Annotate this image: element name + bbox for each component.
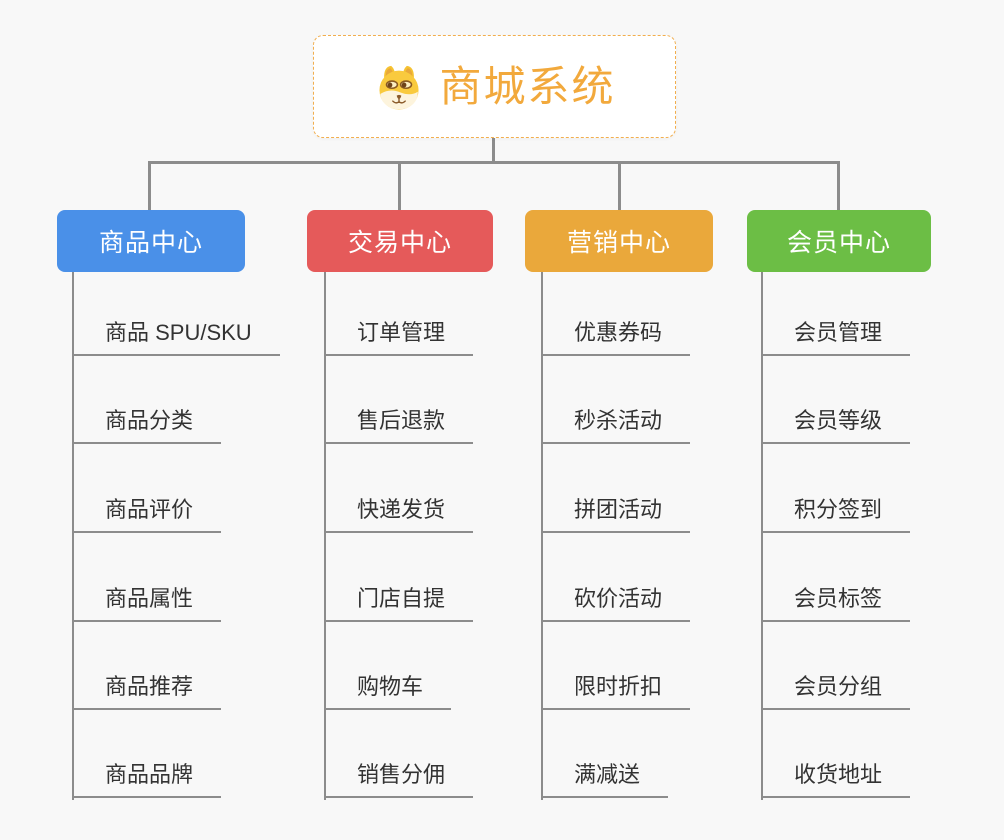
branch-product-center[interactable]: 商品中心 [57,210,245,272]
topic-item[interactable]: 收货地址 [761,762,911,798]
topic-item[interactable]: 会员等级 [761,408,911,444]
topic-item[interactable]: 商品评价 [72,497,222,533]
branch-rail-member [761,272,763,800]
branch-label: 交易中心 [347,229,452,257]
branch-marketing-center[interactable]: 营销中心 [525,210,713,272]
connector-root-stub [492,138,495,163]
topic-item[interactable]: 销售分佣 [324,762,474,798]
topic-item[interactable]: 门店自提 [324,586,474,622]
branch-rail-product [72,272,74,800]
topic-item[interactable]: 秒杀活动 [541,408,691,444]
topic-item[interactable]: 订单管理 [324,320,474,356]
topic-item[interactable]: 快递发货 [324,497,474,533]
topic-item[interactable]: 商品推荐 [72,674,222,710]
connector-drop-branch-1 [148,161,151,210]
root-title: 商城系统 [439,62,616,110]
topic-item[interactable]: 商品品牌 [72,762,222,798]
branch-label: 营销中心 [566,229,671,257]
branch-trade-center[interactable]: 交易中心 [307,210,493,272]
branch-label: 会员中心 [786,229,891,257]
connector-drop-branch-2 [398,161,401,210]
root-node[interactable]: 商城系统 [313,35,676,138]
doge-icon [379,65,420,110]
topic-item[interactable]: 售后退款 [324,408,474,444]
topic-item[interactable]: 商品分类 [72,408,222,444]
connector-drop-branch-3 [618,161,621,210]
topic-item[interactable]: 限时折扣 [541,674,691,710]
branch-label: 商品中心 [98,229,203,257]
topic-item[interactable]: 优惠券码 [541,320,691,356]
topic-item[interactable]: 商品属性 [72,586,222,622]
branch-rail-trade [324,272,326,800]
topic-item[interactable]: 砍价活动 [541,586,691,622]
topic-item[interactable]: 会员分组 [761,674,911,710]
topic-item[interactable]: 拼团活动 [541,497,691,533]
topic-item[interactable]: 满减送 [541,762,669,798]
branch-rail-marketing [541,272,543,800]
topic-item[interactable]: 积分签到 [761,497,911,533]
connector-drop-branch-4 [837,161,840,210]
topic-item[interactable]: 购物车 [324,674,452,710]
topic-item[interactable]: 会员标签 [761,586,911,622]
topic-item[interactable]: 商品 SPU/SKU [72,320,280,356]
topic-item[interactable]: 会员管理 [761,320,911,356]
connector-horizontal [148,161,840,164]
branch-member-center[interactable]: 会员中心 [747,210,931,272]
